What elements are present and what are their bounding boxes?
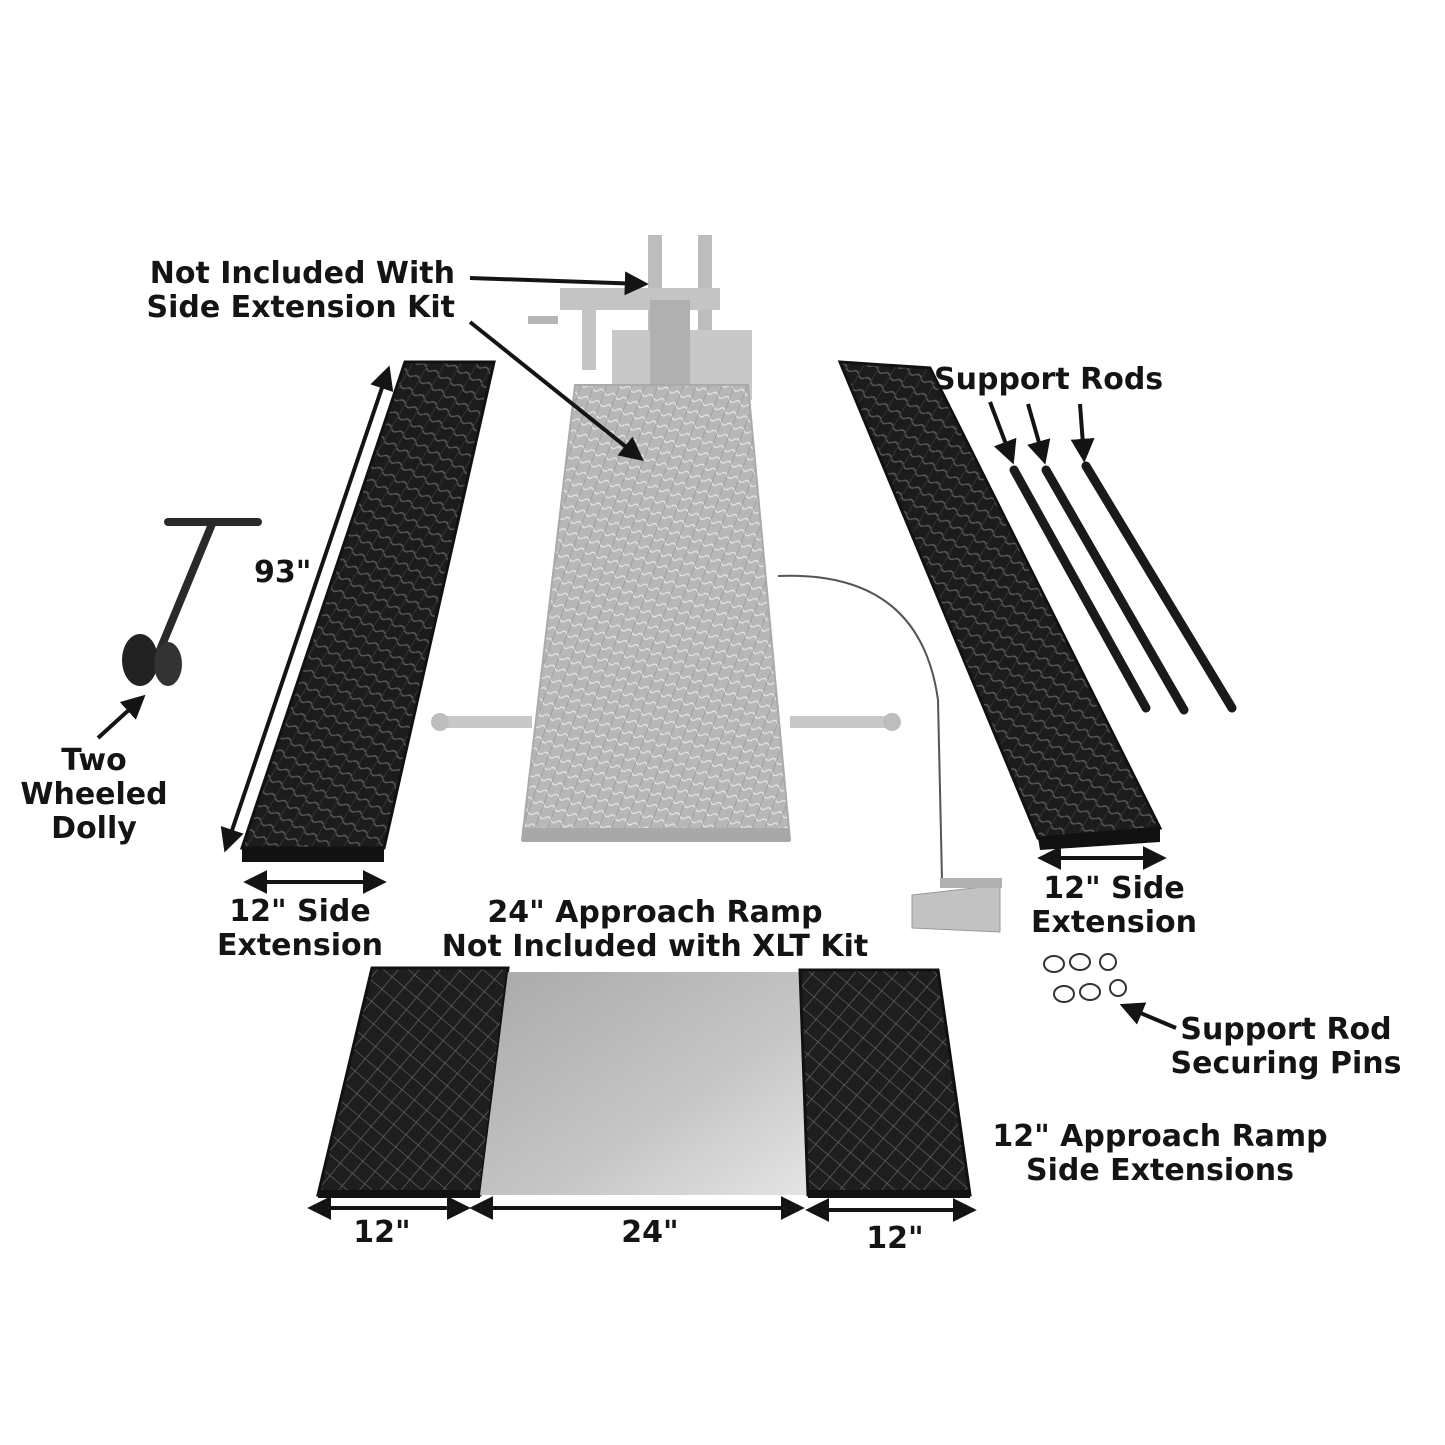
label-dim-24: 24": [621, 1215, 679, 1250]
label-dim-12-right: 12": [866, 1221, 924, 1256]
approach-ramp-24: [480, 972, 808, 1195]
securing-pins: [1043, 953, 1127, 1003]
support-rods: [1009, 461, 1237, 715]
label-length-93: 93": [254, 555, 312, 590]
two-wheeled-dolly: [122, 518, 262, 686]
label-not-included-side: Not Included With Side Extension Kit: [146, 256, 455, 325]
label-dim-12-left: 12": [353, 1215, 411, 1250]
ramp-right-extension: [798, 968, 972, 1197]
control-cable: [777, 574, 943, 881]
label-support-rod-pins: Support Rod Securing Pins: [1170, 1012, 1402, 1081]
label-side-extension-right: 12" Side Extension: [1031, 871, 1197, 940]
cross-bar: [431, 713, 901, 731]
label-approach-ramp-24: 24" Approach Ramp Not Included with XLT …: [441, 895, 869, 964]
foot-pedal: [911, 878, 1002, 933]
ramp-left-extension: [316, 966, 510, 1197]
approach-ramp-assembly: [316, 966, 972, 1198]
callout-arrows: [96, 271, 1177, 1030]
dimension-arrows: [220, 365, 1167, 1222]
label-two-wheeled-dolly: Two Wheeled Dolly: [20, 743, 168, 846]
label-approach-ramp-extensions: 12" Approach Ramp Side Extensions: [992, 1119, 1328, 1188]
lift-head: [528, 235, 752, 400]
label-side-extension-left: 12" Side Extension: [217, 894, 383, 963]
center-platform: [520, 384, 792, 841]
label-support-rods: Support Rods: [934, 362, 1164, 397]
